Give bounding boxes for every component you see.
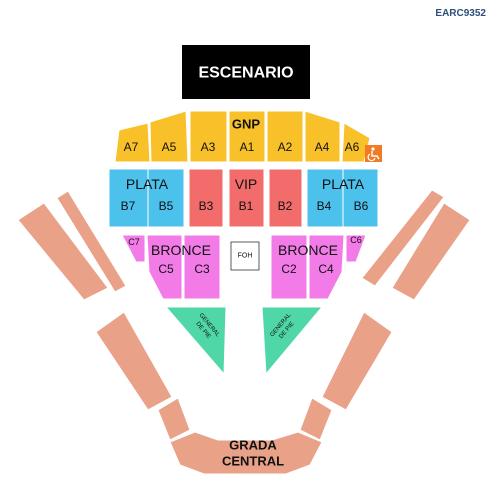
zone-bronce-left-title: BRONCE bbox=[151, 242, 211, 258]
section-b4[interactable] bbox=[306, 168, 344, 228]
foh-label: FOH bbox=[238, 253, 253, 260]
section-a2[interactable] bbox=[266, 110, 304, 163]
zone-gnp-title: GNP bbox=[232, 117, 261, 132]
label-a3: A3 bbox=[201, 140, 216, 154]
section-a1[interactable] bbox=[228, 110, 266, 163]
label-a7: A7 bbox=[124, 140, 139, 154]
section-a7[interactable] bbox=[114, 122, 151, 163]
section-a3[interactable] bbox=[189, 110, 228, 163]
label-b5: B5 bbox=[159, 199, 174, 213]
grada-central-line2: CENTRAL bbox=[222, 454, 284, 469]
section-c2[interactable] bbox=[270, 234, 308, 300]
label-c5: C5 bbox=[158, 262, 174, 276]
zone-vip-title: VIP bbox=[235, 176, 258, 192]
grada-seating: GRADA CENTRAL bbox=[17, 189, 471, 475]
grada-left-bridge[interactable] bbox=[157, 397, 191, 441]
grada-right-inner[interactable] bbox=[361, 189, 445, 287]
label-b3: B3 bbox=[199, 199, 214, 213]
zone-bronce-left: BRONCE C7 C5 C3 bbox=[121, 234, 221, 300]
zone-plata-right-title: PLATA bbox=[322, 176, 365, 192]
section-b6[interactable] bbox=[342, 168, 379, 228]
label-c7: C7 bbox=[128, 237, 140, 247]
section-b1[interactable] bbox=[228, 168, 265, 228]
section-c4[interactable] bbox=[308, 234, 345, 300]
zone-vip: VIP B3 B1 B2 bbox=[188, 168, 303, 228]
zone-gnp: GNP A7 A5 A3 A1 A2 A4 A6 bbox=[114, 110, 371, 163]
label-c6: C6 bbox=[350, 235, 362, 245]
venue-code: EARC9352 bbox=[435, 8, 486, 19]
zone-plata-left: PLATA B7 B5 bbox=[108, 168, 185, 228]
zone-general-right: GENERAL DE PIE bbox=[261, 306, 324, 376]
stage: ESCENARIO bbox=[182, 45, 310, 99]
label-b6: B6 bbox=[354, 199, 369, 213]
section-c3[interactable] bbox=[183, 234, 221, 300]
stage-label: ESCENARIO bbox=[198, 65, 293, 82]
label-b7: B7 bbox=[121, 199, 136, 213]
section-a5[interactable] bbox=[149, 110, 189, 163]
label-a6: A6 bbox=[345, 140, 360, 154]
label-a2: A2 bbox=[278, 140, 293, 154]
grada-central-line1: GRADA bbox=[229, 438, 277, 453]
zone-general-left: GENERAL DE PIE bbox=[164, 306, 227, 376]
label-c2: C2 bbox=[281, 262, 297, 276]
label-a4: A4 bbox=[315, 140, 330, 154]
label-a5: A5 bbox=[162, 140, 177, 154]
foh-booth: FOH bbox=[230, 241, 260, 271]
section-general-right[interactable] bbox=[261, 306, 324, 376]
zone-plata-right: PLATA B4 B6 bbox=[306, 168, 379, 228]
grada-right-outer[interactable] bbox=[391, 202, 471, 301]
section-c6[interactable] bbox=[345, 234, 367, 263]
zone-plata-left-title: PLATA bbox=[126, 176, 169, 192]
zone-bronce-right: BRONCE C2 C4 C6 bbox=[270, 234, 367, 300]
label-c3: C3 bbox=[194, 262, 210, 276]
zone-bronce-right-title: BRONCE bbox=[278, 242, 338, 258]
section-general-left[interactable] bbox=[164, 306, 227, 376]
section-c5[interactable] bbox=[146, 234, 183, 300]
wheelchair-icon bbox=[365, 145, 382, 162]
section-b3[interactable] bbox=[188, 168, 224, 228]
label-a1: A1 bbox=[240, 140, 255, 154]
grada-left-outer[interactable] bbox=[17, 202, 109, 301]
grada-left-lower[interactable] bbox=[95, 311, 173, 411]
label-b1: B1 bbox=[239, 199, 254, 213]
section-b7[interactable] bbox=[108, 168, 149, 228]
section-b2[interactable] bbox=[268, 168, 303, 228]
grada-right-bridge[interactable] bbox=[299, 397, 333, 441]
label-b4: B4 bbox=[317, 199, 332, 213]
section-b5[interactable] bbox=[147, 168, 185, 228]
label-b2: B2 bbox=[278, 199, 293, 213]
section-c7[interactable] bbox=[121, 234, 146, 263]
label-c4: C4 bbox=[318, 262, 334, 276]
grada-central[interactable] bbox=[169, 431, 323, 475]
section-a6[interactable] bbox=[341, 122, 371, 163]
section-a4[interactable] bbox=[304, 110, 341, 163]
grada-right-lower[interactable] bbox=[321, 311, 393, 411]
stage-block bbox=[182, 45, 310, 99]
grada-left-inner[interactable] bbox=[56, 190, 127, 293]
